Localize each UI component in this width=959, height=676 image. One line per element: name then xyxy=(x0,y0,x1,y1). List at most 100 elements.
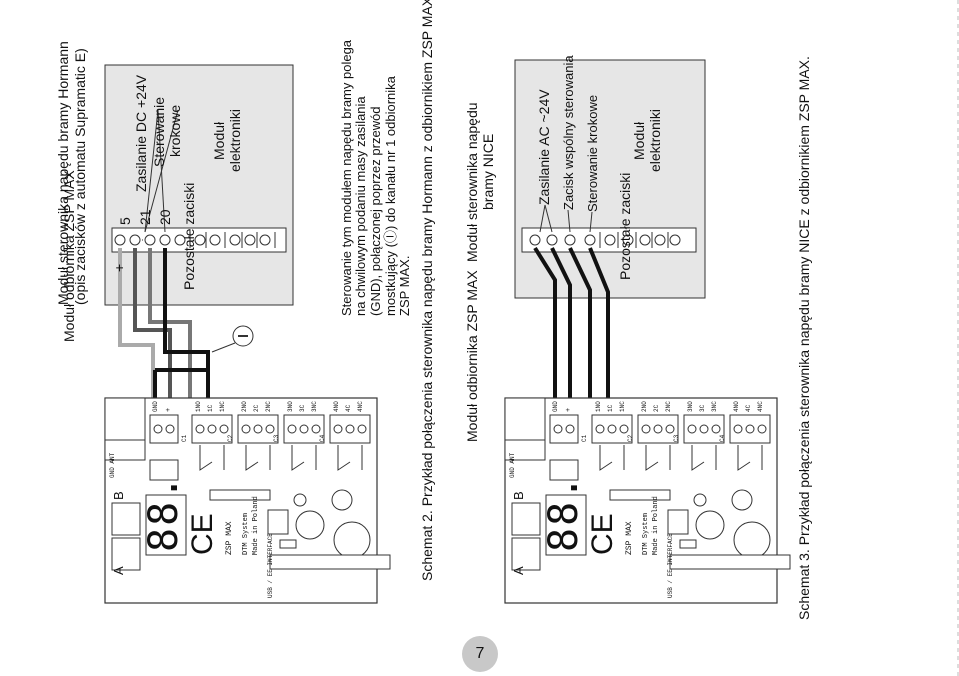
wire-black xyxy=(163,248,210,398)
s3-label-step: Sterowanie krokowe xyxy=(585,94,600,212)
button-b xyxy=(111,502,141,536)
board1-term-1no: 1NO xyxy=(195,401,202,412)
s2-label-supply: Zasilanie DC +24V xyxy=(133,74,149,192)
s2-desc-1: Sterowanie tym modułem napędu bramy pole… xyxy=(339,39,354,316)
board2-term-2c: 2C xyxy=(653,404,660,412)
board1-term-3no: 3NO xyxy=(287,401,294,412)
s2-controller-title-1: Moduł sterownika napędu bramy Hormann xyxy=(55,41,71,305)
s3-label-module-1: Moduł xyxy=(631,121,647,160)
board1-antenna-label: GND ANT xyxy=(109,452,116,478)
board1-term-3nc: 3NC xyxy=(311,401,318,412)
board2-display: 88. xyxy=(541,473,587,552)
board1-model: ZSP MAX xyxy=(225,521,234,555)
nice-wire-3 xyxy=(568,247,592,398)
board2-term-4c: 4C xyxy=(745,404,752,412)
s2-terminal-5: 5 xyxy=(117,217,133,225)
s2-controller-title-2: (opis zacisków z automatu Supramatic E) xyxy=(72,48,88,305)
board2-term-3nc: 3NC xyxy=(711,401,718,412)
usb-label-box xyxy=(269,554,391,570)
board2-term-1no: 1NO xyxy=(595,401,602,412)
board1-term-4nc: 4NC xyxy=(357,401,364,412)
s2-plus: + xyxy=(111,263,127,272)
board2-maker-1: DTM System xyxy=(642,512,650,555)
hormann-terminals xyxy=(114,234,271,246)
board2-term-4nc: 4NC xyxy=(757,401,764,412)
s2-desc-2: na chwilowym podaniu masy zasilania xyxy=(353,96,368,316)
board2-antenna-label: GND ANT xyxy=(509,452,516,478)
board1-c4: C4 xyxy=(319,434,326,442)
s2-label-step-1: Sterowanie xyxy=(151,96,167,167)
board1-maker-1: DTM System xyxy=(242,512,250,555)
nice-wire-2 xyxy=(550,247,572,398)
wire-dark xyxy=(133,248,172,398)
board2-usb-label: USB / EE INTERFACE xyxy=(667,533,674,598)
board2-term-1nc: 1NC xyxy=(619,401,626,412)
s3-receiver-title: Moduł odbiornika ZSP MAX xyxy=(464,270,480,442)
nice-wire-1 xyxy=(533,246,557,398)
board1-term-1nc: 1NC xyxy=(219,401,226,412)
s2-desc-3: (GND), połączonej poprzez przewód xyxy=(368,106,383,316)
board1-corner-a: A xyxy=(111,566,126,575)
nice-wire-4 xyxy=(588,247,610,398)
board1-c1: C1 xyxy=(181,434,188,442)
antenna-box xyxy=(104,397,146,441)
board1-term-3c: 3C xyxy=(299,404,306,412)
s2-label-other: Pozostałe zaciski xyxy=(181,182,197,290)
board1-term-1c: 1C xyxy=(207,404,214,412)
s2-label-module-1: Moduł xyxy=(211,121,227,160)
board2-term-4no: 4NO xyxy=(733,401,740,412)
board2-term-3c: 3C xyxy=(699,404,706,412)
s2-label-step-2: krokowe xyxy=(167,104,183,157)
hormann-label-arrows xyxy=(144,109,179,233)
s2-label-module-2: elektroniki xyxy=(227,108,243,172)
schemat3-diagram xyxy=(504,59,791,604)
s3-label-common: Zacisk wspólny sterowania xyxy=(561,55,576,210)
board1-corner-b: B xyxy=(111,491,126,500)
s3-controller-title-2: bramy NICE xyxy=(480,133,496,210)
s3-label-supply: Zasilanie AC ~24V xyxy=(536,89,552,205)
button-a xyxy=(111,537,141,571)
board2-ce-mark: CE xyxy=(586,513,619,555)
nice-controller-box xyxy=(514,59,706,299)
board2-model: ZSP MAX xyxy=(625,521,634,555)
s3-label-other: Pozostałe zaciski xyxy=(617,172,633,280)
board1-term-2no: 2NO xyxy=(241,401,248,412)
board2-c3: C3 xyxy=(673,434,680,442)
board1-term-4c: 4C xyxy=(345,404,352,412)
schemat2-diagram xyxy=(104,64,391,604)
s2-terminal-21: 21 xyxy=(137,209,153,225)
display-frame xyxy=(145,494,187,556)
s3-caption: Schemat 3. Przykład połączenia sterownik… xyxy=(796,56,812,620)
board2-corner-b: B xyxy=(511,491,526,500)
s2-desc-4: mostkujący (Ⓘ) do kanału nr 1 odbiornika xyxy=(383,76,398,316)
board1-usb-label: USB / EE INTERFACE xyxy=(267,533,274,598)
board1-maker-2: Made in Poland xyxy=(252,496,260,555)
board1-term-2nc: 2NC xyxy=(265,401,272,412)
board2-c1: C1 xyxy=(581,434,588,442)
s2-terminal-20: 20 xyxy=(157,209,173,225)
board1-ce-mark: CE xyxy=(186,513,219,555)
s3-label-module-2: elektroniki xyxy=(647,108,663,172)
board2-term-1c: 1C xyxy=(607,404,614,412)
board1-term-2c: 2C xyxy=(253,404,260,412)
wire-mid xyxy=(148,248,192,398)
board1-term-plus: + xyxy=(165,407,173,412)
board2-corner-a: A xyxy=(511,566,526,575)
board2-term-plus: + xyxy=(565,407,573,412)
s2-caption: Schemat 2. Przykład połączenia sterownik… xyxy=(419,0,435,581)
board2-c4: C4 xyxy=(719,434,726,442)
board1-c2: C2 xyxy=(227,434,234,442)
board2-c2: C2 xyxy=(627,434,634,442)
s3-controller-title-1: Moduł sterownika napędu xyxy=(464,102,480,262)
board1-term-4no: 4NO xyxy=(333,401,340,412)
board2-term-gnd: GND xyxy=(552,401,559,412)
page-number-badge: 7 xyxy=(462,636,498,672)
board2-maker-2: Made in Poland xyxy=(652,496,660,555)
board1-term-gnd: GND xyxy=(152,401,159,412)
board2-term-2nc: 2NC xyxy=(665,401,672,412)
board1-c3: C3 xyxy=(273,434,280,442)
board2-term-2no: 2NO xyxy=(641,401,648,412)
board1-display: 88. xyxy=(141,473,187,552)
